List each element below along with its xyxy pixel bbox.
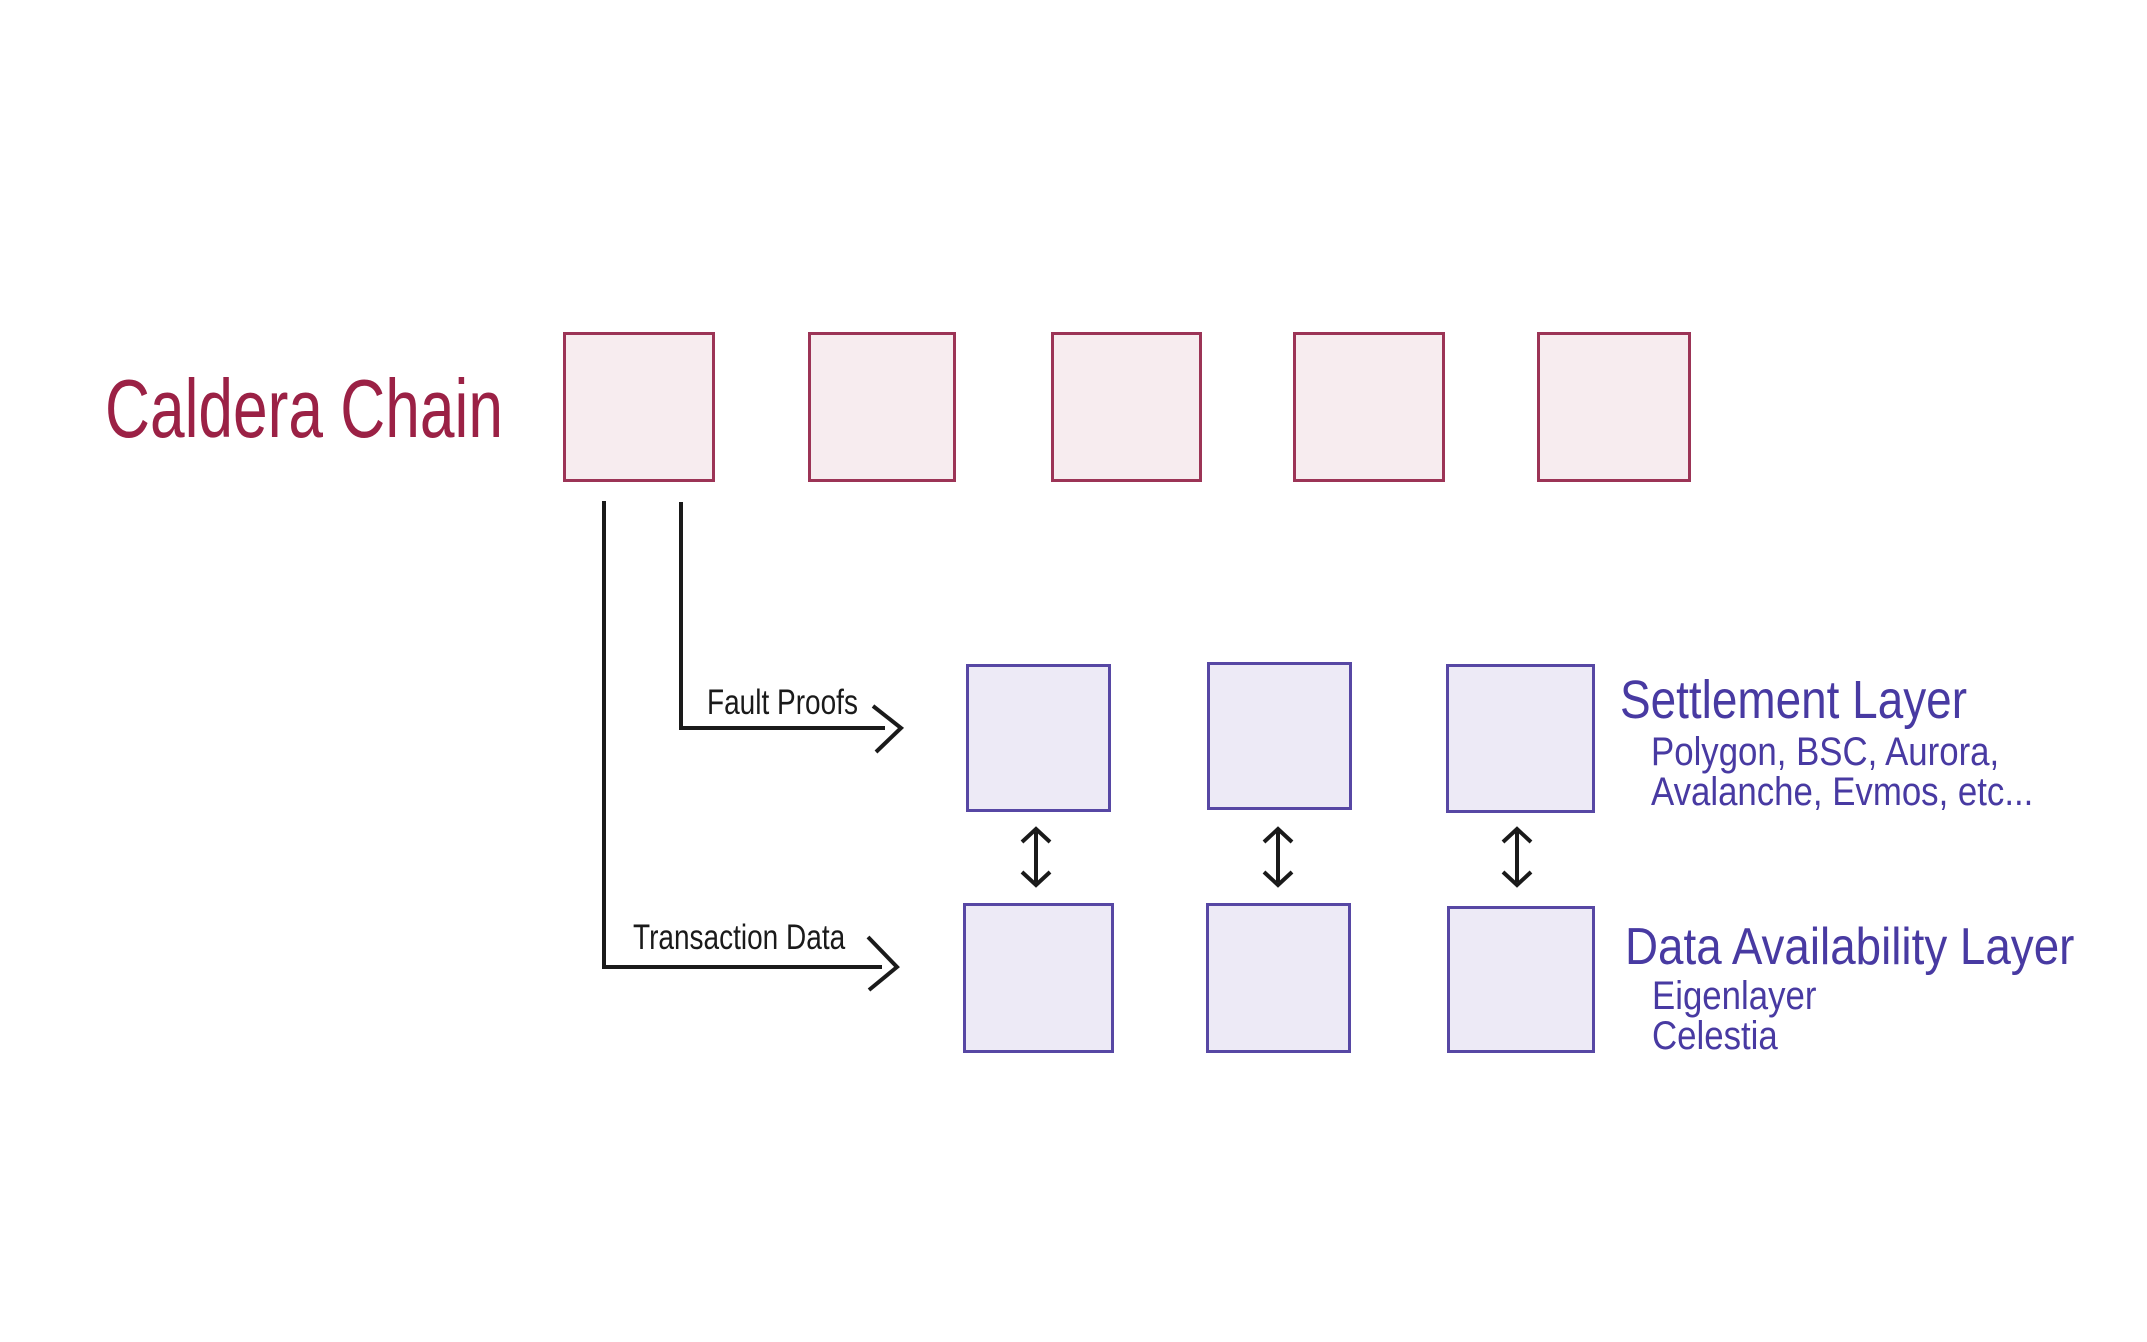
settlement-block <box>966 664 1111 812</box>
data-availability-block <box>1206 903 1351 1053</box>
caldera-chain-label: Caldera Chain <box>105 362 503 455</box>
data-availability-block <box>1447 906 1595 1053</box>
data-availability-layer-title: Data Availability Layer <box>1625 918 2075 976</box>
settlement-subtitle-line2: Avalanche, Evmos, etc... <box>1651 770 2034 814</box>
bidirectional-arrow-icon <box>1262 826 1294 888</box>
transaction-data-arrow <box>602 501 900 992</box>
caldera-chain-block <box>1051 332 1202 482</box>
data-availability-subtitle-line2: Celestia <box>1652 1014 1778 1058</box>
data-availability-subtitle-line1: Eigenlayer <box>1652 974 1817 1018</box>
settlement-layer-subtitle: Polygon, BSC, Aurora, Avalanche, Evmos, … <box>1651 732 2033 812</box>
transaction-data-label: Transaction Data <box>633 918 846 957</box>
caldera-chain-block <box>1537 332 1691 482</box>
caldera-chain-block <box>563 332 715 482</box>
bidirectional-arrow-icon <box>1501 826 1533 888</box>
caldera-chain-block <box>1293 332 1445 482</box>
settlement-block <box>1446 664 1595 813</box>
settlement-layer-title: Settlement Layer <box>1620 670 1967 730</box>
caldera-chain-block <box>808 332 956 482</box>
data-availability-layer-subtitle: Eigenlayer Celestia <box>1652 976 1816 1056</box>
settlement-subtitle-line1: Polygon, BSC, Aurora, <box>1651 730 2000 774</box>
settlement-block <box>1207 662 1352 810</box>
data-availability-block <box>963 903 1114 1053</box>
bidirectional-arrow-icon <box>1020 826 1052 888</box>
fault-proofs-label: Fault Proofs <box>707 683 858 722</box>
